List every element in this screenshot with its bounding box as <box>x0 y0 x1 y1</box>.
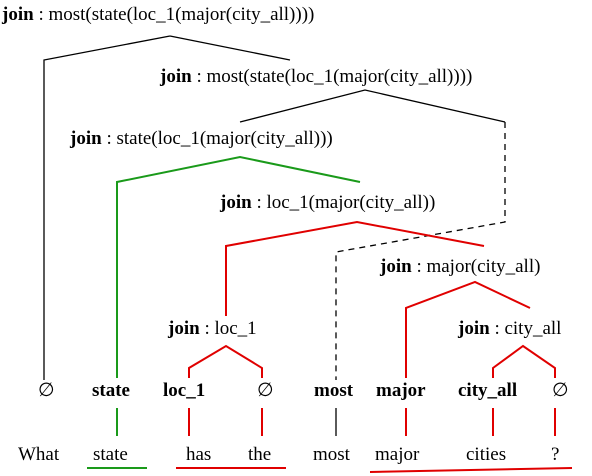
node-state-head: join <box>70 128 102 149</box>
word-has: has <box>186 444 212 465</box>
edge-state-node-green <box>116 155 361 378</box>
node-root-formula: most(state(loc_1(major(city_all)))) <box>48 4 315 25</box>
node-most: join : most(state(loc_1(major(city_all))… <box>160 66 473 87</box>
node-state: join : state(loc_1(major(city_all))) <box>70 128 333 149</box>
node-most-formula: most(state(loc_1(major(city_all)))) <box>206 66 473 87</box>
node-loc1: join : loc_1 <box>168 318 257 339</box>
edge-root-to-most-node <box>169 35 291 61</box>
edge-most-node-to-state-node <box>239 89 506 123</box>
underline-major-cities <box>369 467 573 473</box>
word-most: most <box>313 444 350 465</box>
node-root: join : most(state(loc_1(major(city_all))… <box>2 4 315 25</box>
word-the: the <box>248 444 272 465</box>
edge-root-to-empty <box>43 35 171 380</box>
edge-most-node-to-most <box>335 122 506 380</box>
edge-cityall-split <box>492 344 556 378</box>
edge-loc1major-node-red <box>225 220 485 316</box>
word-cities: cities <box>466 444 507 465</box>
predicate-most: most <box>314 380 354 401</box>
word-what: What <box>18 444 60 465</box>
node-cityall-formula: city_all <box>504 318 562 339</box>
node-loc1-formula: loc_1 <box>214 318 257 339</box>
predicate-empty-1: ∅ <box>38 380 55 401</box>
node-major-cityall: join : major(city_all) <box>380 256 541 277</box>
node-cityall-head: join <box>458 318 490 339</box>
node-state-formula: state(loc_1(major(city_all))) <box>116 128 333 149</box>
predicate-cityall: city_all <box>458 380 518 401</box>
node-loc1-major-head: join <box>220 192 252 213</box>
node-root-head: join <box>2 4 34 25</box>
node-major-cityall-formula: major(city_all) <box>426 256 541 277</box>
node-cityall: join : city_all <box>458 318 562 339</box>
predicate-state: state <box>92 380 130 401</box>
predicate-major: major <box>376 380 426 401</box>
predicate-empty-2: ∅ <box>257 380 274 401</box>
predicate-loc1: loc_1 <box>163 380 206 401</box>
word-major: major <box>375 444 420 465</box>
edge-major-cityall-node-red <box>405 280 531 378</box>
node-loc1-major-formula: loc_1(major(city_all)) <box>266 192 436 213</box>
predicate-empty-3: ∅ <box>552 380 569 401</box>
word-state: state <box>93 444 128 465</box>
word-question: ? <box>551 444 560 465</box>
node-major-cityall-head: join <box>380 256 412 277</box>
node-loc1-major: join : loc_1(major(city_all)) <box>220 192 436 213</box>
node-loc1-head: join <box>168 318 200 339</box>
edge-loc1-split <box>188 344 263 378</box>
node-most-head: join <box>160 66 192 87</box>
